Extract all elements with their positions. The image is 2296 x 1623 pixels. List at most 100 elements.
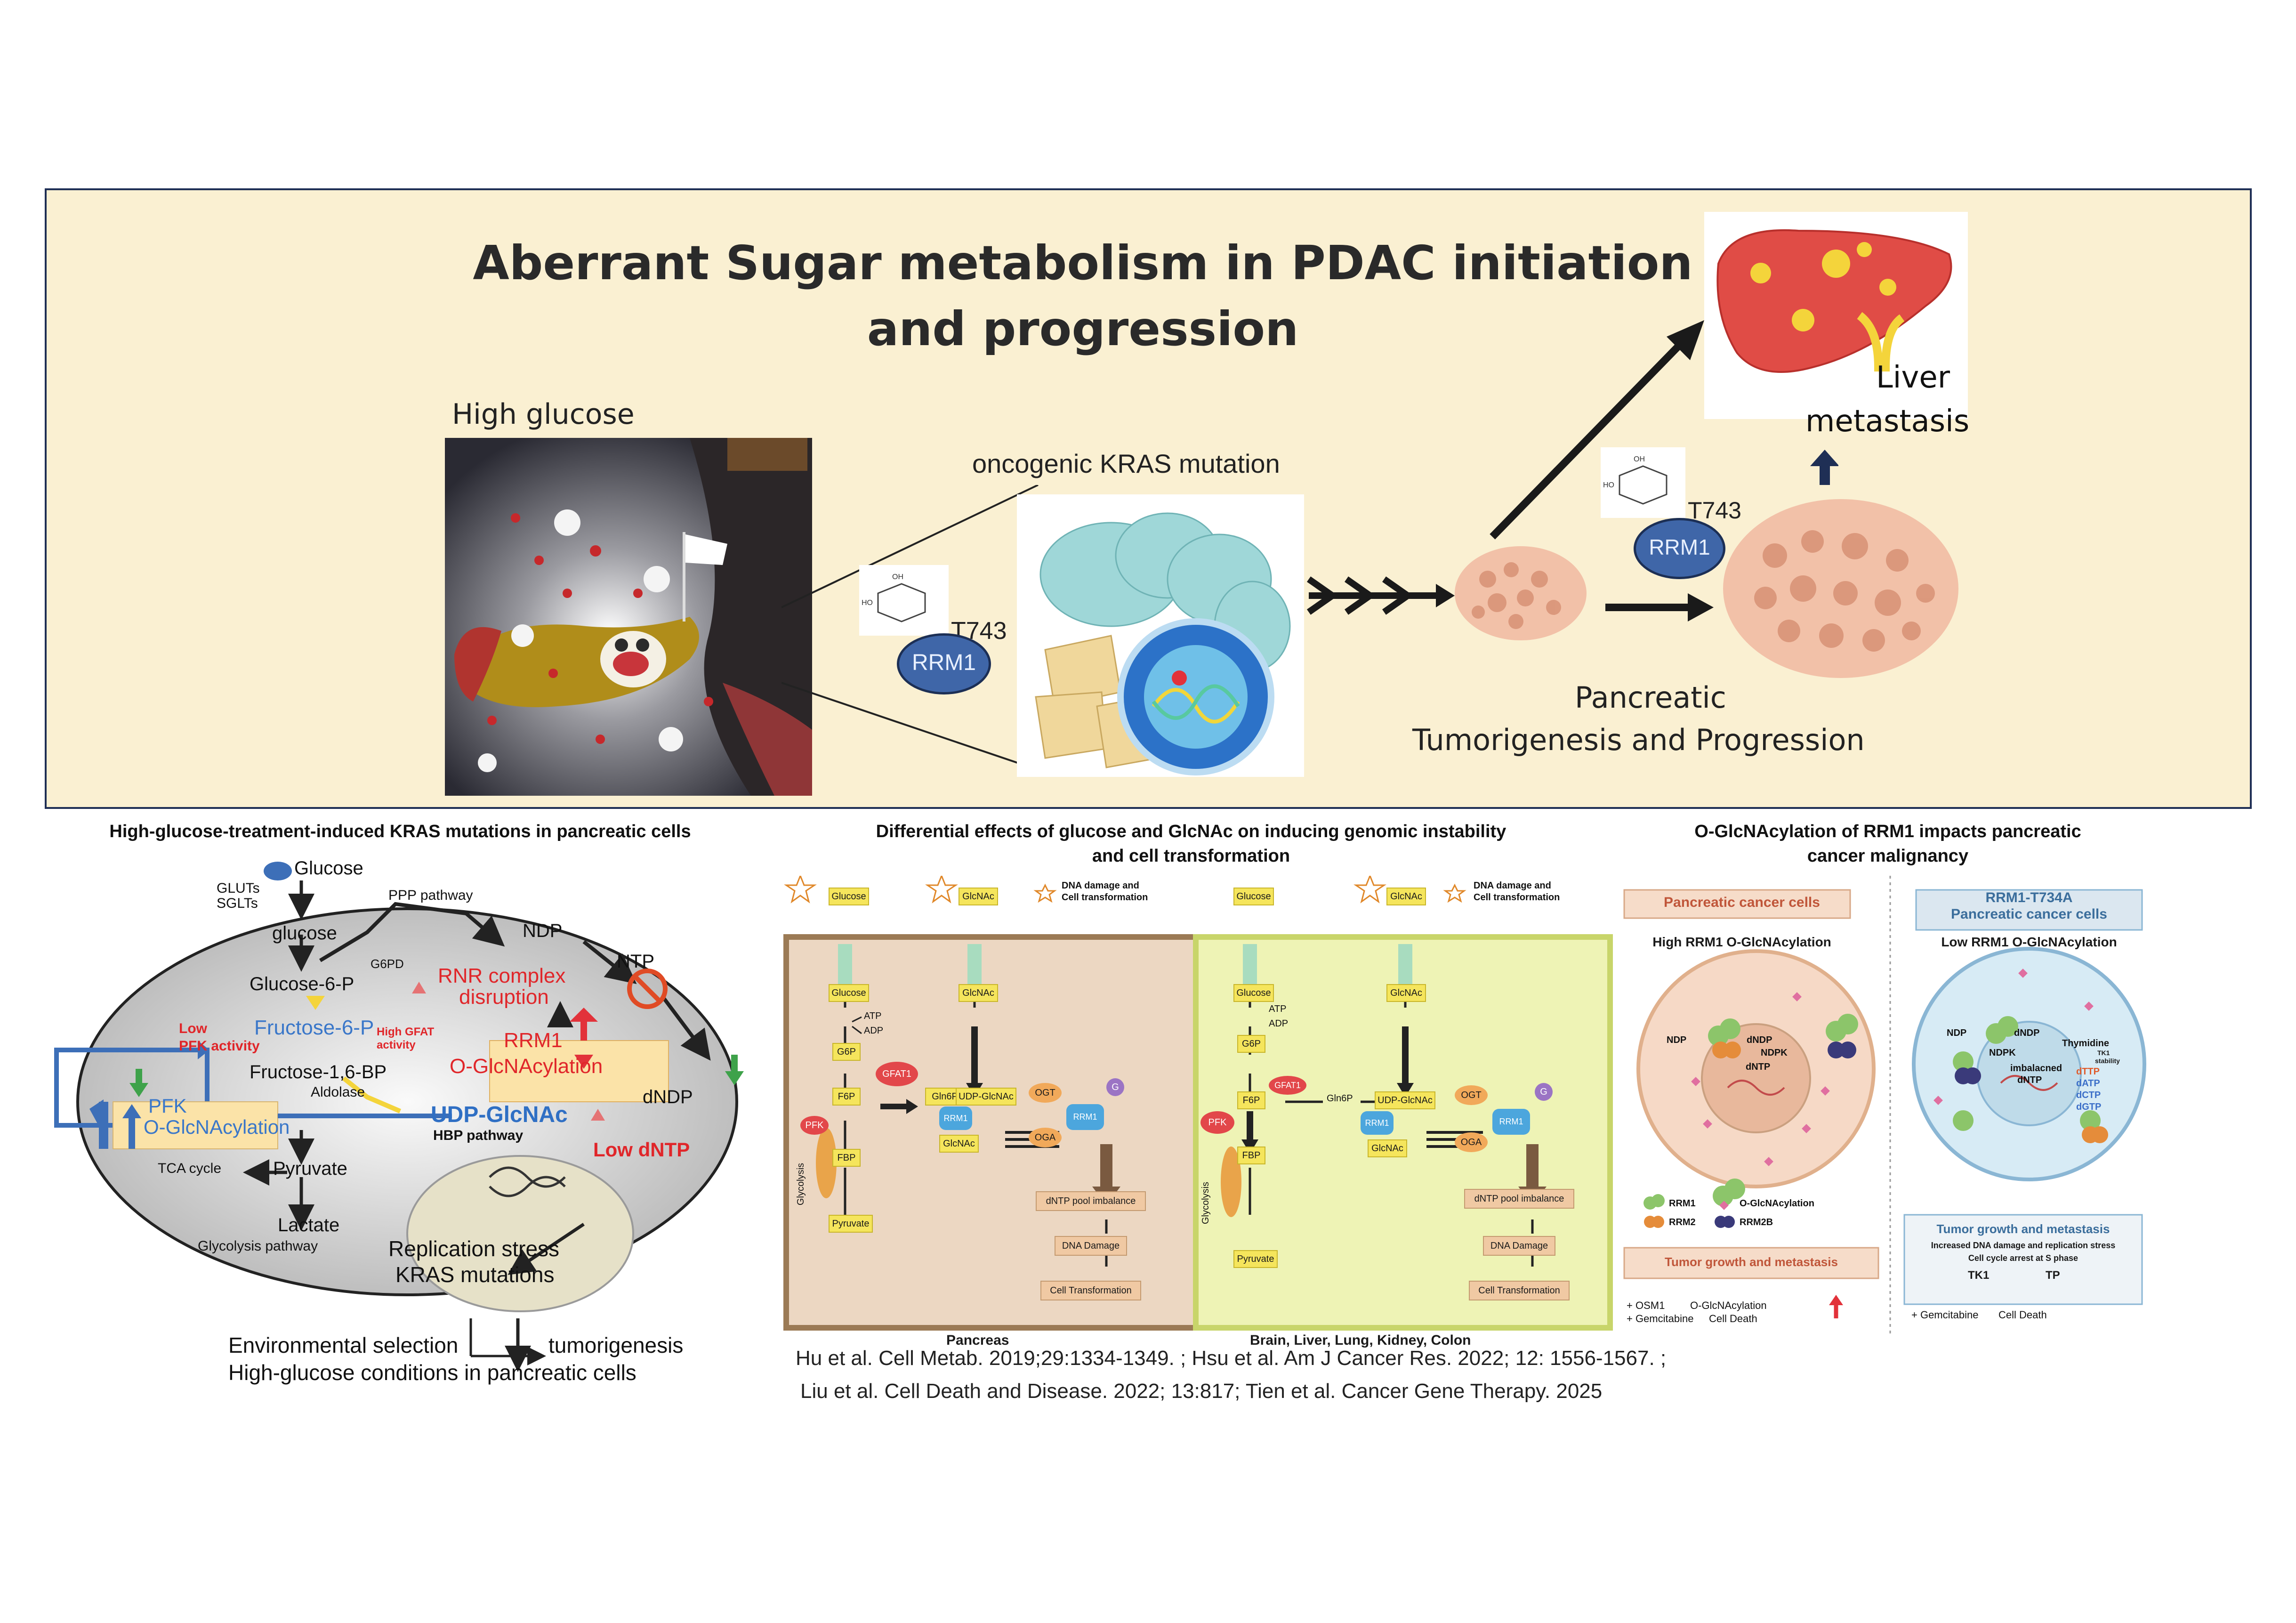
p2-glcnac-inner-1: GlcNAc <box>959 984 998 1002</box>
p2-dntp-imbalance-2: dNTP pool imbalance <box>1464 1189 1574 1209</box>
panel2-heading-line2: and cell transformation <box>1092 846 1290 866</box>
p1-rnr-line2: disruption <box>459 985 549 1009</box>
pancreatic-cell-illustration <box>1017 494 1304 777</box>
p3-osm1: + OSM1 <box>1627 1300 1665 1311</box>
p1-fructose16bp: Fructose-1,6-BP <box>250 1062 387 1082</box>
p1-glucose: glucose <box>272 923 337 944</box>
p2-gfat1-2: GFAT1 <box>1269 1076 1306 1095</box>
p1-hbp: HBP pathway <box>433 1128 524 1143</box>
p2-fbp-1: FBP <box>832 1149 861 1167</box>
p1-highglc: High-glucose conditions in pancreatic ce… <box>228 1360 636 1385</box>
p1-ppp: PPP pathway <box>388 888 473 903</box>
p2-gln6p-2: Gln6P <box>1327 1093 1353 1104</box>
p2-dna-damage-2: DNA Damage <box>1483 1236 1555 1256</box>
p3-imbalanced-line2: dNTP <box>2017 1075 2042 1085</box>
p2-atp-2: ATP <box>1269 1004 1287 1014</box>
p2-f6p-2: F6P <box>1237 1091 1265 1109</box>
svg-text:OH: OH <box>892 573 903 581</box>
banner-title-line1: Aberrant Sugar metabolism in PDAC initia… <box>473 235 1693 291</box>
p2-glucose-inner-2: Glucose <box>1233 984 1274 1002</box>
p3-cell-death2: Cell Death <box>1998 1309 2047 1321</box>
p1-pfk-oglc: O-GlcNAcylation <box>144 1116 290 1138</box>
up-arrow-liver <box>1810 450 1838 485</box>
p1-rrm1: RRM1 <box>504 1029 563 1052</box>
p3-legend-rrm1: RRM1 <box>1669 1198 1696 1209</box>
p3-mutant-line1: RRM1-T734A <box>1985 890 2073 905</box>
p2-glycolysis-1: Glycolysis <box>796 1163 806 1205</box>
citation-line2: Liu et al. Cell Death and Disease. 2022;… <box>800 1380 1603 1403</box>
p3-gemcitabine: + Gemcitabine <box>1627 1313 1694 1324</box>
glcnac-structure-left: OH HO <box>859 565 949 636</box>
p1-aldolase: Aldolase <box>311 1084 365 1100</box>
p3-mutant-line2: Pancreatic cancer cells <box>1951 906 2107 922</box>
citation-line1: Hu et al. Cell Metab. 2019;29:1334-1349.… <box>796 1347 1667 1370</box>
small-tumor <box>1455 546 1587 640</box>
p2-oga-1: OGA <box>1029 1128 1062 1147</box>
p3-legend-rrm2: RRM2 <box>1669 1217 1696 1227</box>
p2-udp-2: UDP-GlcNAc <box>1375 1091 1435 1109</box>
p3-legend-oglc: O-GlcNAcylation <box>1740 1198 1814 1209</box>
p2-dna-line2-2: Cell transformation <box>1474 892 1560 903</box>
p2-g6p-2: G6P <box>1237 1035 1265 1053</box>
p3-datp: dATP <box>2076 1078 2100 1089</box>
p3-imbalanced-line1: imbalacned <box>2010 1063 2062 1074</box>
p2-ogt-2: OGT <box>1455 1085 1488 1105</box>
p2-pyruvate-2: Pyruvate <box>1233 1250 1278 1268</box>
p1-pfk: PFK <box>148 1095 187 1117</box>
p3-gemcitabine2: + Gemcitabine <box>1911 1309 1979 1321</box>
p2-glcnac-box-1: GlcNAc <box>959 888 998 905</box>
p3-ndpk-right: NDPK <box>1989 1048 2016 1058</box>
p2-rrm1-b-2: RRM1 <box>1492 1109 1530 1135</box>
p2-oga-2: OGA <box>1455 1132 1488 1152</box>
p3-dttp: dTTP <box>2076 1066 2100 1077</box>
p3-dndp-right: dNDP <box>2014 1028 2040 1038</box>
p3-dndp-left: dNDP <box>1747 1035 1772 1045</box>
kras-mutation-label: oncogenic KRAS mutation <box>972 449 1280 478</box>
p2-glcnac-box-2: GlcNAc <box>1386 888 1426 905</box>
p3-cell-cycle: Cell cycle arrest at S phase <box>1968 1253 2078 1263</box>
p3-ndpk-left: NDPK <box>1761 1048 1788 1058</box>
p3-high-oglc: High RRM1 O-GlcNAcylation <box>1652 935 1831 949</box>
p1-lactate: Lactate <box>278 1215 340 1235</box>
p2-adp-2: ADP <box>1269 1018 1289 1029</box>
p2-fbp-2: FBP <box>1237 1147 1265 1164</box>
rrm1-oval-left <box>897 633 991 694</box>
p2-cell-transformation-1: Cell Transformation <box>1040 1281 1141 1300</box>
p3-dgtp: dGTP <box>2076 1102 2102 1112</box>
p1-ndp: NDP <box>523 921 563 941</box>
p2-glucose-box-2: Glucose <box>1233 888 1274 905</box>
panel3-diagram <box>1623 876 2146 1337</box>
zoom-lines <box>781 485 1045 773</box>
rrm1-label-left: RRM1 <box>911 650 976 675</box>
p3-dntp-left: dNTP <box>1746 1062 1771 1072</box>
panel3-heading-line1: O-GlcNAcylation of RRM1 impacts pancreat… <box>1694 822 2081 841</box>
liver-illustration <box>1704 212 1968 419</box>
p1-gluts: GLUTs <box>217 880 260 896</box>
p2-glcnac-low-1: GlcNAc <box>939 1135 979 1153</box>
p2-rrm1-a-2: RRM1 <box>1361 1111 1394 1135</box>
p2-rrm1-b-1: RRM1 <box>1066 1104 1104 1130</box>
p3-dctp: dCTP <box>2076 1090 2101 1100</box>
p2-glycolysis-2: Glycolysis <box>1200 1181 1211 1224</box>
liver-label-line1: Liver <box>1876 360 1950 395</box>
p3-tk1: TK1 <box>1968 1269 1990 1282</box>
arrow-to-large-tumor <box>1605 593 1714 622</box>
p3-increased-dna: Increased DNA damage and replication str… <box>1931 1241 2116 1250</box>
p1-rnr-line1: RNR complex <box>438 964 566 987</box>
panel1-diagram <box>54 862 744 1372</box>
p2-gfat1-1: GFAT1 <box>876 1062 918 1086</box>
p2-dna-line1-1: DNA damage and <box>1062 880 1139 891</box>
p2-dna-line1-2: DNA damage and <box>1474 880 1551 891</box>
p2-f6p-1: F6P <box>832 1088 861 1106</box>
triple-arrow <box>1306 576 1455 615</box>
t743-label-right: T743 <box>1688 497 1741 524</box>
p2-pfk-2: PFK <box>1200 1111 1234 1134</box>
p2-adp-1: ADP <box>864 1025 884 1036</box>
svg-text:HO: HO <box>1603 481 1614 489</box>
p1-sglts: SGLTs <box>217 896 258 911</box>
p3-thymidine: Thymidine <box>2062 1038 2110 1049</box>
p2-glcnac-low-2: GlcNAc <box>1368 1139 1407 1157</box>
p3-ndp-left: NDP <box>1667 1035 1687 1045</box>
p3-low-oglc: Low RRM1 O-GlcNAcylation <box>1941 935 2117 949</box>
p3-cell-death: Cell Death <box>1709 1313 1757 1324</box>
